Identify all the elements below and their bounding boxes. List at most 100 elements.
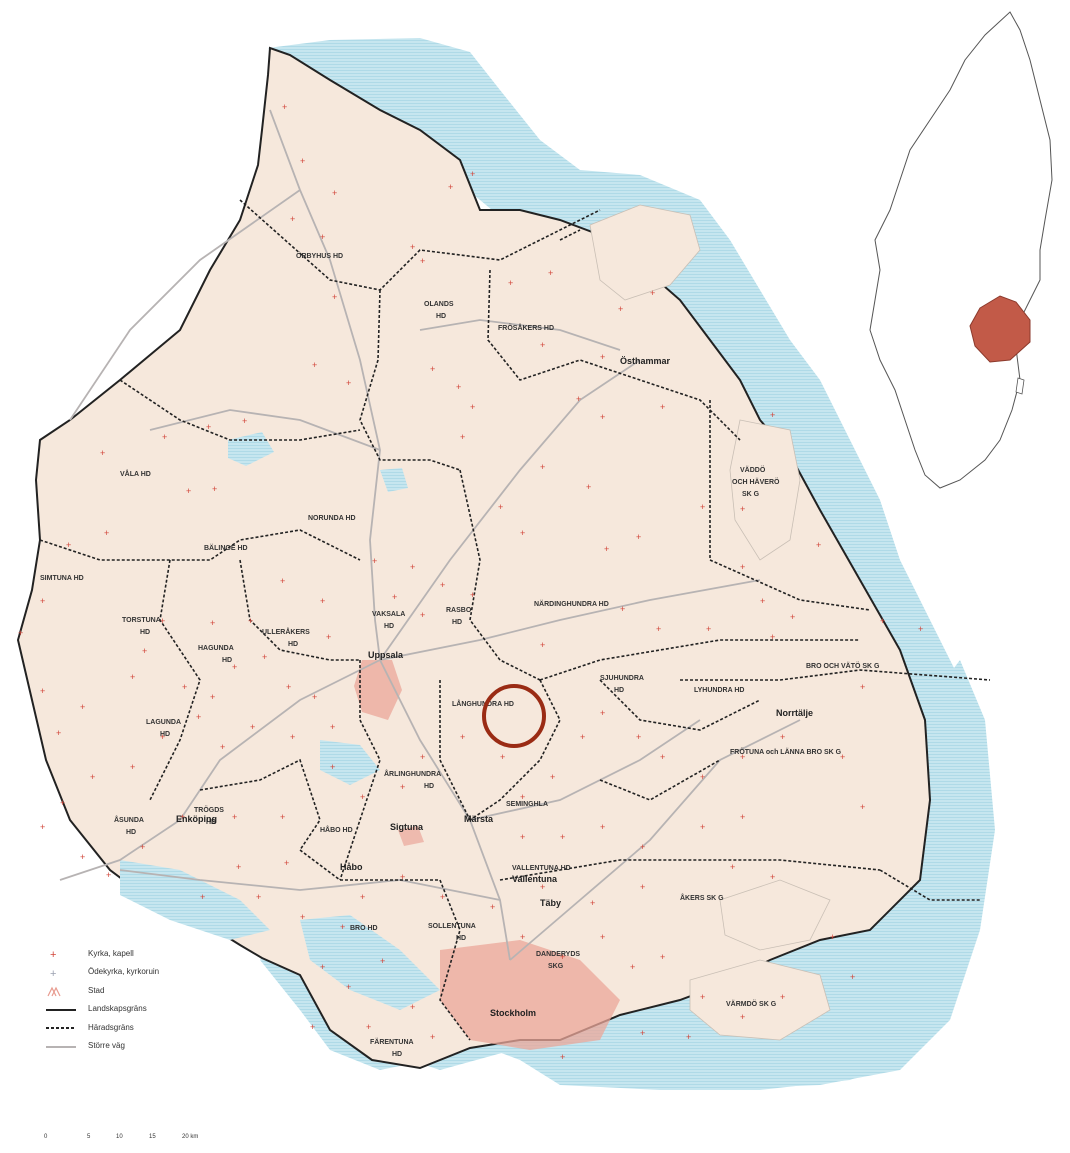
hd-label: FÄRENTUNA xyxy=(370,1038,414,1046)
hd-label: ÖRBYHUS HD xyxy=(296,251,343,260)
svg-text:+: + xyxy=(604,544,609,554)
svg-text:+: + xyxy=(346,982,351,992)
svg-text:+: + xyxy=(550,772,555,782)
svg-text:+: + xyxy=(160,732,165,742)
inset-sweden-map xyxy=(869,11,1053,489)
svg-text:+: + xyxy=(206,422,211,432)
svg-text:+: + xyxy=(500,752,505,762)
town-label: Östhammar xyxy=(620,356,671,366)
svg-text:+: + xyxy=(740,1012,745,1022)
island-varmdo xyxy=(689,959,831,1041)
svg-text:+: + xyxy=(320,232,325,242)
svg-text:+: + xyxy=(330,722,335,732)
svg-text:+: + xyxy=(600,822,605,832)
town-label: Håbo xyxy=(340,862,363,872)
svg-text:+: + xyxy=(586,482,591,492)
legend-item: Landskapsgräns xyxy=(44,1000,264,1019)
svg-text:+: + xyxy=(236,862,241,872)
svg-text:+: + xyxy=(326,632,331,642)
svg-text:+: + xyxy=(706,624,711,634)
svg-text:+: + xyxy=(540,882,545,892)
island-vaddo xyxy=(729,419,801,561)
hd-label: SIMTUNA HD xyxy=(40,575,84,582)
svg-text:+: + xyxy=(220,742,225,752)
svg-text:+: + xyxy=(300,156,305,166)
svg-text:+: + xyxy=(80,852,85,862)
svg-text:+: + xyxy=(660,752,665,762)
svg-text:+: + xyxy=(656,624,661,634)
svg-text:+: + xyxy=(410,562,415,572)
svg-text:+: + xyxy=(60,798,65,808)
svg-text:+: + xyxy=(460,732,465,742)
hd-label: SKG xyxy=(548,963,564,970)
svg-text:+: + xyxy=(56,728,61,738)
svg-text:+: + xyxy=(320,962,325,972)
svg-text:+: + xyxy=(540,462,545,472)
uppland-highlight xyxy=(969,295,1031,363)
island-lake-malaren xyxy=(300,915,440,1010)
svg-text:+: + xyxy=(780,992,785,1002)
dashed-line-icon xyxy=(44,1021,88,1033)
hd-label: TRÖGDS xyxy=(194,805,224,814)
svg-text:+: + xyxy=(250,722,255,732)
hd-label: ÅSUNDA xyxy=(114,815,144,824)
scale-tick: 20 km xyxy=(182,1134,199,1140)
svg-text:+: + xyxy=(700,822,705,832)
hundred-borders xyxy=(39,199,991,1041)
svg-text:+: + xyxy=(392,592,397,602)
svg-text:+: + xyxy=(918,624,923,634)
svg-text:+: + xyxy=(600,708,605,718)
svg-text:+: + xyxy=(740,812,745,822)
svg-text:+: + xyxy=(620,604,625,614)
svg-text:+: + xyxy=(286,682,291,692)
svg-text:+: + xyxy=(400,872,405,882)
svg-text:+: + xyxy=(182,682,187,692)
hd-label: HD xyxy=(392,1051,402,1058)
svg-text:+: + xyxy=(200,892,205,902)
svg-text:+: + xyxy=(770,872,775,882)
svg-text:+: + xyxy=(360,792,365,802)
svg-text:+: + xyxy=(18,628,23,638)
hd-label: VAKSALA xyxy=(372,611,405,618)
svg-text:+: + xyxy=(860,802,865,812)
svg-text:+: + xyxy=(66,540,71,550)
svg-text:+: + xyxy=(162,432,167,442)
svg-text:+: + xyxy=(840,752,845,762)
town-label: Märsta xyxy=(464,814,494,824)
hd-label: VÄDDÖ xyxy=(740,465,766,474)
svg-text:+: + xyxy=(560,832,565,842)
urban-uppsala xyxy=(354,660,402,720)
hd-label: VÅLA HD xyxy=(120,469,151,478)
svg-text:+: + xyxy=(540,640,545,650)
svg-text:+: + xyxy=(50,949,56,960)
svg-text:+: + xyxy=(256,892,261,902)
hd-label: BRO HD xyxy=(350,925,378,932)
svg-text:+: + xyxy=(320,596,325,606)
svg-text:+: + xyxy=(430,1032,435,1042)
roads xyxy=(59,109,801,961)
hd-label: HD xyxy=(384,623,394,630)
svg-text:+: + xyxy=(284,858,289,868)
hd-label: LAGUNDA xyxy=(146,719,181,726)
legend-label: Landskapsgräns xyxy=(88,1004,147,1014)
hd-label: BÄLINGE HD xyxy=(204,544,248,552)
svg-text:+: + xyxy=(196,712,201,722)
svg-text:+: + xyxy=(740,752,745,762)
svg-text:+: + xyxy=(372,556,377,566)
svg-text:+: + xyxy=(106,870,111,880)
hd-label: RASBO xyxy=(446,607,472,614)
svg-text:+: + xyxy=(50,968,56,979)
svg-text:+: + xyxy=(760,596,765,606)
svg-text:+: + xyxy=(232,662,237,672)
legend-item: Stad xyxy=(44,981,264,1000)
hd-label: HD xyxy=(614,687,624,694)
hd-label: LYHUNDRA HD xyxy=(694,687,744,694)
hd-label: ÅKERS SK G xyxy=(680,893,724,902)
svg-text:+: + xyxy=(490,902,495,912)
svg-text:+: + xyxy=(520,832,525,842)
urban-stockholm xyxy=(440,940,620,1050)
legend-label: Kyrka, kapell xyxy=(88,948,134,958)
svg-text:+: + xyxy=(618,304,623,314)
svg-text:+: + xyxy=(186,486,191,496)
legend-label: Stad xyxy=(88,985,105,995)
